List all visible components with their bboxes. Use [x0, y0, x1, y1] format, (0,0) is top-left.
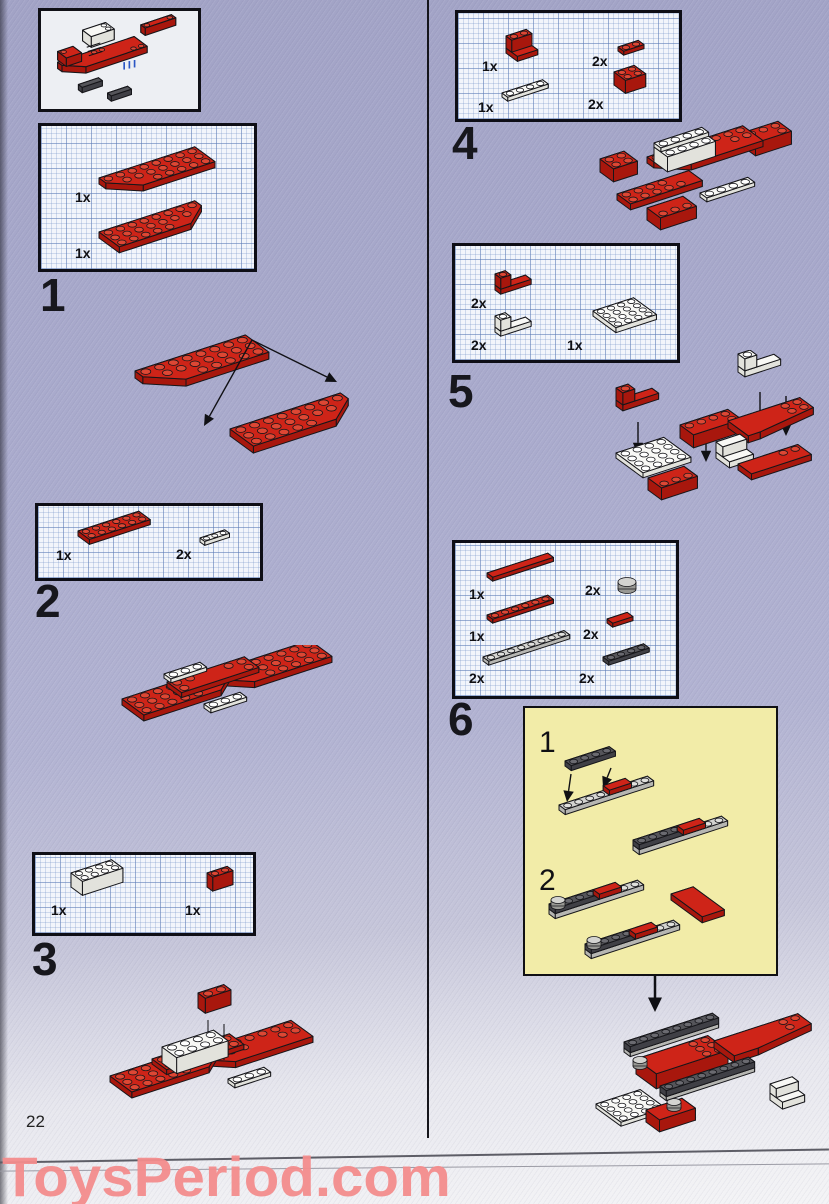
step3-assembly-illustration: [109, 984, 314, 1099]
svg-text:2x: 2x: [579, 670, 595, 686]
step1-parts-illustration: 1x 1x: [75, 146, 216, 261]
model-thumbnail-illustration: [57, 14, 177, 102]
model-thumbnail-box: [38, 8, 201, 112]
svg-text:1: 1: [539, 726, 556, 759]
step5-number: 5: [448, 365, 474, 417]
step5-parts-box: 2x 2x 1x: [452, 243, 680, 363]
page-number: 22: [26, 1112, 45, 1131]
step6-substeps-illustration: 12: [539, 726, 729, 960]
svg-text:2: 2: [539, 864, 556, 897]
svg-text:1x: 1x: [56, 547, 72, 563]
svg-text:1x: 1x: [567, 337, 583, 353]
step3-parts-box: 1x 1x: [32, 852, 256, 936]
step6-down-arrow: [648, 974, 662, 1012]
step2-number: 2: [35, 575, 61, 627]
step6-number: 6: [448, 693, 474, 745]
svg-text:2x: 2x: [583, 626, 599, 642]
svg-text:1x: 1x: [478, 99, 494, 115]
step3-number: 3: [32, 933, 58, 985]
step6-parts-box: 1x 1x 2x 2x 2x 2x: [452, 540, 679, 699]
step6-parts-illustration: 1x 1x 2x 2x 2x 2x: [469, 552, 650, 686]
svg-text:1x: 1x: [75, 189, 91, 205]
step3-parts-illustration: 1x 1x: [51, 859, 234, 918]
step4-parts-box: 1x 1x 2x 2x: [455, 10, 682, 122]
svg-text:1x: 1x: [469, 586, 485, 602]
column-divider: [427, 0, 429, 1138]
svg-text:1x: 1x: [51, 902, 67, 918]
svg-text:1x: 1x: [75, 245, 91, 261]
step5-assembly-illustration: [615, 350, 814, 501]
svg-text:1x: 1x: [482, 58, 498, 74]
step5-parts-illustration: 2x 2x 1x: [471, 270, 657, 353]
svg-text:2x: 2x: [471, 337, 487, 353]
step2-parts-box: 1x 2x: [35, 503, 263, 581]
step4-assembly-illustration: [599, 120, 792, 231]
svg-text:2x: 2x: [471, 295, 487, 311]
svg-text:2x: 2x: [592, 53, 608, 69]
step4-number: 4: [452, 117, 478, 169]
step2-parts-illustration: 1x 2x: [56, 510, 230, 563]
svg-text:2x: 2x: [176, 546, 192, 562]
step1-assembly-illustration: [134, 334, 349, 454]
step4-parts-illustration: 1x 1x 2x 2x: [478, 28, 647, 115]
svg-text:2x: 2x: [588, 96, 604, 112]
step1-parts-box: 1x 1x: [38, 123, 257, 272]
svg-text:1x: 1x: [469, 628, 485, 644]
svg-text:2x: 2x: [585, 582, 601, 598]
step2-assembly-illustration: [121, 645, 333, 722]
svg-text:1x: 1x: [185, 902, 201, 918]
step1-number: 1: [40, 269, 66, 321]
scan-edge-shadow: [0, 0, 8, 1204]
watermark: ToysPeriod.com: [2, 1145, 451, 1204]
step6-final-assembly-illustration: [595, 1012, 812, 1133]
svg-text:2x: 2x: [469, 670, 485, 686]
